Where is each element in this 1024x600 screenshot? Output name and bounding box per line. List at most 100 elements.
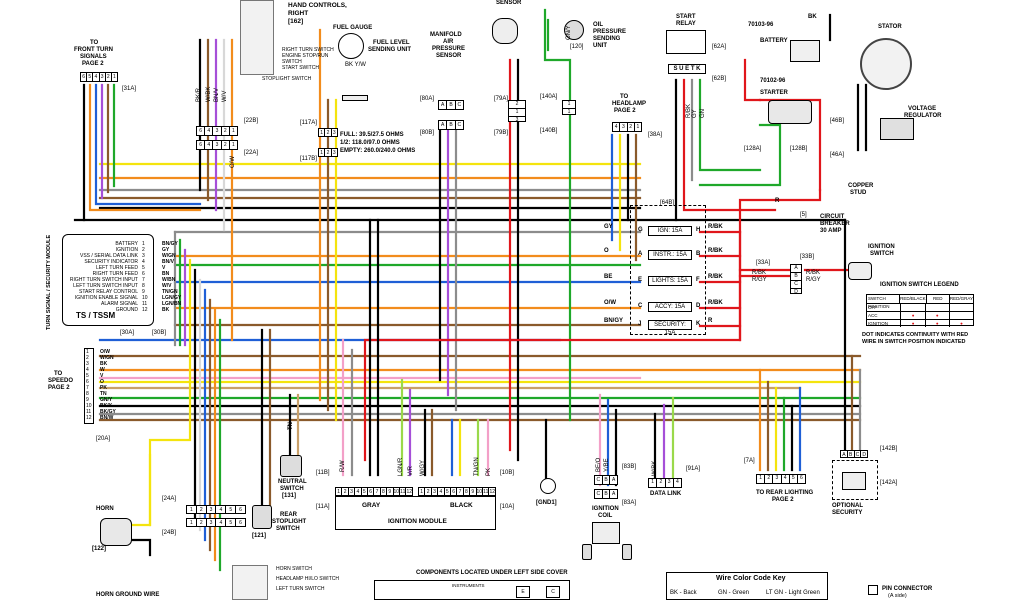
gnd1-label: [GND1] (536, 500, 557, 506)
oil-pressure-sender-icon (564, 20, 584, 40)
connector-140b-code: [140B] (540, 128, 558, 134)
speedo-row-pin: 1 (86, 349, 89, 355)
ignition-module (335, 496, 496, 530)
data-link-pin: 1 (649, 479, 658, 487)
rear-lighting-pin: 5 (790, 475, 798, 483)
wire-label-bn-v: BN/V (214, 87, 220, 102)
tssm-row-wire: W/V (162, 283, 172, 289)
fuse-block-code: [64B] (660, 200, 675, 206)
manifold-connector-a: A B C (438, 100, 464, 110)
speedo-row-pin: 9 (86, 397, 89, 403)
fuse-wire-in: O/W (604, 300, 616, 306)
battery-label: BATTERY (760, 38, 788, 44)
speedo-row-wire: BK/Y (100, 403, 112, 409)
manifold-pin: B (447, 101, 456, 109)
pin-connector-line1: PIN CONNECTOR (882, 586, 933, 592)
tssm-row-pin: 2 (142, 247, 145, 253)
tssm-row-label: IGNITION ENABLE SIGNAL (74, 295, 138, 301)
rear-lighting-pin: 2 (765, 475, 774, 483)
neutral-switch-icon (280, 455, 302, 477)
headlamp-line1: HEADLAMP (612, 101, 646, 107)
connector-46b-code: [46B] (830, 118, 845, 124)
coil-connector-top: C B A (594, 475, 618, 485)
ignition-switch-line1: IGNITION (868, 244, 895, 250)
fuse-label: INSTR.: 15A (648, 250, 692, 260)
speedo-line2: PAGE 2 (48, 385, 70, 391)
fuse-block (630, 205, 706, 335)
security-pin: C (855, 451, 862, 458)
battery-icon (790, 40, 820, 62)
tssm-row-wire: LGN/GY (162, 295, 182, 301)
wire-key-item: GN - Green (718, 590, 750, 596)
ignition-pin: D (794, 289, 798, 295)
connector-117a-code: [117A] (300, 120, 317, 126)
wire-key-item: BK - Back (670, 590, 697, 596)
voltage-regulator-line2: REGULATOR (904, 113, 942, 119)
headlamp-pin: 3 (620, 123, 628, 131)
tssm-row-pin: 9 (142, 289, 145, 295)
horn-label: HORN (96, 506, 114, 512)
breaker-line1: CIRCUIT (820, 214, 845, 220)
oil-pressure-line3: SENDING (593, 36, 621, 42)
tssm-row-pin: 7 (142, 277, 145, 283)
headlamp-pin: 2 (628, 123, 635, 131)
start-relay-icon (666, 30, 706, 54)
switch-label: SWITCH (282, 59, 302, 65)
tssm-module (62, 234, 154, 326)
tssm-row-pin: 1 (142, 241, 145, 247)
voltage-regulator-line1: VOLTAGE (908, 106, 937, 112)
ignition-wire-a: R/BK (752, 270, 767, 276)
wire-label-o-w: O/W (230, 156, 236, 168)
instruments-label: INSTRUMENTS (452, 583, 485, 588)
connector-79a-code: [79A] (494, 96, 509, 102)
manifold-pin: B (447, 121, 456, 129)
speedo-row-wire: O (100, 379, 104, 385)
optional-security-line2: SECURITY (832, 510, 863, 516)
connector-80b-code: [80B] (420, 130, 435, 136)
start-relay-line2: RELAY (676, 21, 696, 27)
battery-part: 70103-96 (748, 22, 774, 28)
ignition-coil-line2: COIL (598, 513, 613, 519)
wire-label-w-gy: W/GY (420, 460, 426, 476)
front-turn-connector: 6 5 4 3 2 1 (80, 72, 118, 82)
wire-label-gn: GN (700, 109, 706, 118)
fuse-label: LIGHTS: 15A (648, 276, 692, 286)
speedo-row-pin: 6 (86, 379, 89, 385)
speedo-row-pin: 11 (86, 409, 92, 415)
connector-30a-code: [30A] (120, 330, 135, 336)
ignition-module-gray: GRAY (362, 502, 381, 509)
tssm-row-wire: GY (162, 247, 170, 253)
tssm-row-wire: BN/GY (162, 241, 178, 247)
ground-gnd1-icon (540, 478, 556, 494)
left-cover-c: C (546, 586, 560, 598)
tssm-row-pin: 3 (142, 253, 145, 259)
front-turn-pin: 1 (113, 74, 116, 80)
starter-128b-code: [128B] (790, 146, 808, 152)
hand-controls-code: [162] (288, 18, 304, 25)
ignition-pin: C (791, 281, 801, 289)
speedo-connector (84, 348, 94, 424)
security-pin: B (848, 451, 855, 458)
start-relay-pins: S U E T K (668, 64, 706, 74)
engine-stop-run-label: ENGINE STOP/RUN (282, 53, 329, 59)
fuse-label: IGN: 15A (648, 226, 692, 236)
rear-stoplight-line2: STOPLIGHT (272, 519, 307, 525)
ignition-wire-d: R/GY (806, 277, 821, 283)
coil-pin: A (612, 477, 616, 483)
fuse-pin-left: C (638, 303, 643, 309)
rear-lighting-pin: 3 (773, 475, 782, 483)
speedo-row-wire: PK (100, 385, 107, 391)
connector-11a-code: [11A] (316, 504, 330, 510)
speedo-row-pin: 5 (86, 373, 89, 379)
headlamp-code: [38A] (648, 132, 663, 138)
oil-pressure-code: [120] (570, 44, 584, 50)
optional-security-line1: OPTIONAL (832, 503, 863, 509)
tssm-row-pin: 12 (142, 307, 148, 313)
fuse-pin-left: G (638, 227, 643, 233)
fuse-wire-out: R/BK (708, 300, 723, 306)
oil-pressure-line4: UNIT (593, 43, 607, 49)
security-module-icon (842, 472, 866, 490)
headlamp-pin: 4 (613, 123, 621, 131)
connector-46a-code: [46A] (830, 152, 845, 158)
